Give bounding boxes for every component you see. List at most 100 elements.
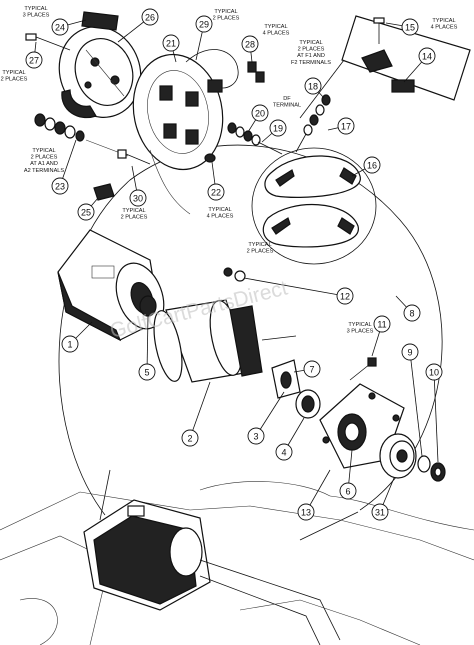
brush-holder-21 [132, 53, 224, 215]
callout-circle [401, 343, 419, 361]
callout-circle [51, 177, 69, 195]
note-line: 4 PLACES [431, 25, 458, 31]
callout-circle [51, 18, 69, 36]
armature-2 [153, 299, 297, 383]
callout-28: 28 [241, 35, 259, 63]
callout-circle [275, 443, 293, 461]
callout-22: 22 [207, 161, 225, 201]
callout-1: 1 [61, 321, 93, 353]
callout-number: 2 [187, 434, 192, 444]
note-line: TYPICAL [214, 9, 237, 15]
note-line: 4 PLACES [263, 31, 290, 37]
callout-circle [337, 117, 355, 135]
pulley-31 [379, 433, 417, 479]
note-line: TYPICAL [432, 18, 455, 24]
terminal-inset [299, 15, 471, 119]
callout-number: 7 [309, 365, 314, 375]
callout-number: 8 [409, 309, 414, 319]
callout-26: 26 [117, 8, 159, 43]
callout-13: 13 [297, 469, 331, 521]
callout-3: 3 [247, 391, 285, 445]
callout-number: 16 [367, 161, 377, 171]
bushing-22 [204, 153, 216, 163]
callout-24: 24 [51, 18, 87, 36]
callout-30: 30 [129, 165, 147, 207]
installed-motor-vehicle [0, 481, 474, 645]
callout-14: 14 [403, 47, 436, 83]
note-line: 3 PLACES [347, 329, 374, 335]
field-terminal-stack [295, 94, 331, 153]
callout-10: 10 [425, 363, 443, 463]
callout-number: 17 [341, 122, 351, 132]
callout-21: 21 [162, 34, 180, 63]
field-coils-16 [262, 155, 361, 248]
callout-20: 20 [247, 104, 269, 133]
field-coil-detail-circle [251, 147, 377, 265]
note-line: 2 PLACES [247, 249, 274, 255]
leader-line [255, 391, 285, 437]
callout-number: 28 [245, 40, 255, 50]
callout-16: 16 [351, 156, 381, 177]
leader-line [243, 277, 346, 297]
leader-line [409, 351, 423, 457]
callout-29: 29 [195, 15, 213, 61]
callout-6: 6 [339, 449, 357, 500]
note-line: TYPICAL [32, 148, 55, 154]
note-line: 4 PLACES [207, 214, 234, 220]
note-line: 2 PLACES [1, 77, 28, 83]
callout-11: 11 [371, 315, 391, 357]
callout-circle [403, 304, 421, 322]
detail-pointer-line [99, 469, 111, 521]
callout-number: 9 [407, 348, 412, 358]
callout-2: 2 [181, 381, 211, 447]
callout-circle [25, 51, 43, 69]
df-terminal-stack [227, 122, 283, 155]
callout-7: 7 [293, 360, 321, 378]
callout-circle [269, 119, 287, 137]
callout-number: 1 [67, 340, 72, 350]
note-line: DF [283, 96, 291, 102]
note-line: 3 PLACES [23, 13, 50, 19]
callout-number: 11 [377, 320, 386, 330]
leader-line [146, 315, 149, 373]
callout-circle [339, 482, 357, 500]
callout-circle [162, 34, 180, 52]
callout-number: 27 [29, 56, 39, 66]
callout-number: 24 [55, 23, 65, 33]
brush-29 [207, 79, 223, 93]
bolt-30 [117, 149, 151, 165]
callout-circle [371, 503, 389, 521]
note-line: A2 TERMINALS [24, 168, 65, 174]
callout-number: 18 [308, 82, 318, 92]
callout-8: 8 [395, 295, 421, 322]
callout-number: 20 [255, 109, 265, 119]
note-line: 2 PLACES [31, 155, 58, 161]
callout-circle [129, 189, 147, 207]
spring-28 [247, 61, 265, 83]
callout-15: 15 [385, 18, 419, 36]
nut-10 [430, 462, 446, 482]
callout-circle [141, 8, 159, 26]
callout-circle [304, 77, 322, 95]
callout-number: 3 [253, 432, 258, 442]
callout-31: 31 [371, 477, 395, 521]
callout-number: 15 [405, 23, 415, 33]
callout-circle [61, 335, 79, 353]
detail-pointer-line [299, 511, 359, 541]
callout-number: 22 [211, 188, 221, 198]
callout-18: 18 [304, 77, 325, 99]
callout-number: 31 [375, 508, 385, 518]
note-line: TYPICAL [24, 6, 47, 12]
callout-circle [241, 35, 259, 53]
callout-number: 10 [429, 368, 439, 378]
note-line: TYPICAL [264, 24, 287, 30]
